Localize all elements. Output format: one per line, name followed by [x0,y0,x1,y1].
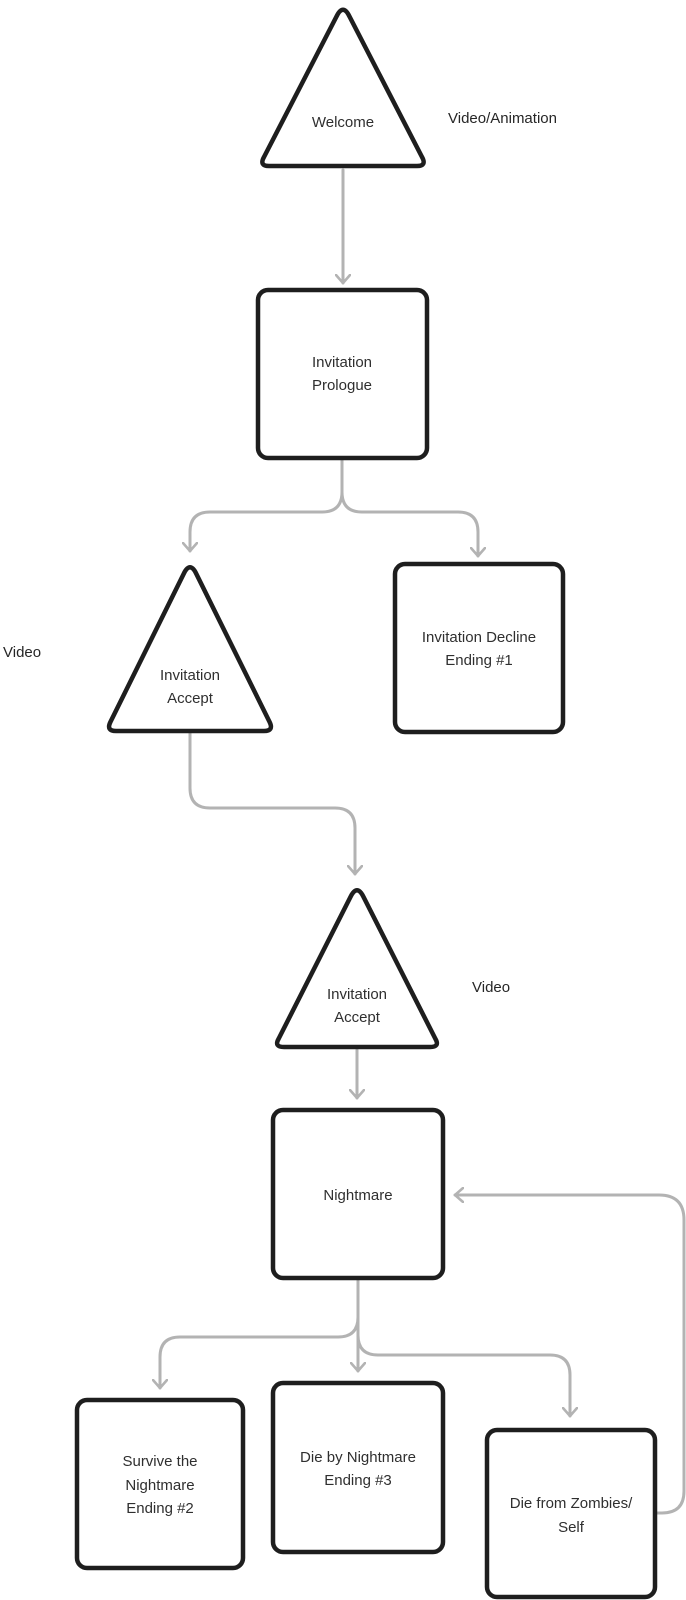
node-die-by-nightmare[interactable]: Die by Nightmare Ending #3 [270,1380,446,1555]
node-label: Prologue [312,377,372,394]
edge-die-from-zombies-loop-to-nightmare [453,1195,686,1515]
node-label: Die by Nightmare [300,1449,416,1466]
invitation-accept-triangle[interactable] [274,888,440,1050]
node-nightmare[interactable]: Nightmare [270,1107,446,1281]
node-label: Survive the [122,1453,197,1470]
edges-layer [160,168,686,1515]
node-label: Die from Zombies/ [510,1495,633,1512]
node-label: Invitation Decline [422,629,536,646]
node-label: Ending #1 [445,652,513,669]
node-label: Ending #2 [126,1500,194,1517]
node-label: Accept [334,1009,381,1026]
edge-nightmare-to-survive [160,1278,360,1390]
node-label: Nightmare [125,1477,194,1494]
node-label: Self [558,1519,585,1536]
node-label: Ending #3 [324,1472,392,1489]
nightmare-rect[interactable] [270,1107,446,1281]
node-label: Accept [167,690,214,707]
node-label: Invitation [327,986,387,1003]
node-label: Welcome [312,114,374,131]
annotation-video-left: Video [3,644,41,661]
annotation-video-right: Video [472,979,510,996]
edge-nightmare-to-die-from-zombies [356,1278,570,1418]
edge-accept1-to-accept2 [188,731,355,876]
die-by-nightmare-rect[interactable] [270,1380,446,1555]
node-invitation-accept-2[interactable]: Invitation Accept [274,888,440,1050]
survive-nightmare-rect[interactable] [74,1397,246,1571]
node-survive-nightmare[interactable]: Survive the Nightmare Ending #2 [74,1397,246,1571]
edge-prologue-to-decline [340,458,478,558]
edge-prologue-to-accept1 [190,458,344,553]
annotation-video-animation: Video/Animation [448,110,557,127]
nodes-layer: Welcome Invitation Prologue Invitation A… [74,7,658,1600]
node-label: Nightmare [323,1187,392,1204]
node-label: Invitation [160,667,220,684]
node-invitation-decline[interactable]: Invitation Decline Ending #1 [392,561,566,735]
node-die-from-zombies[interactable]: Die from Zombies/ Self [484,1427,658,1600]
node-label: Invitation [312,354,372,371]
invitation-prologue-rect[interactable] [255,287,430,461]
annotations-layer: Video/Animation Video Video [3,110,557,996]
invitation-decline-rect[interactable] [392,561,566,735]
welcome-triangle[interactable] [260,7,426,169]
node-invitation-prologue[interactable]: Invitation Prologue [255,287,430,461]
die-from-zombies-rect[interactable] [484,1427,658,1600]
node-welcome[interactable]: Welcome [260,7,426,169]
invitation-accept-triangle[interactable] [106,565,274,734]
node-invitation-accept-1[interactable]: Invitation Accept [106,565,274,734]
